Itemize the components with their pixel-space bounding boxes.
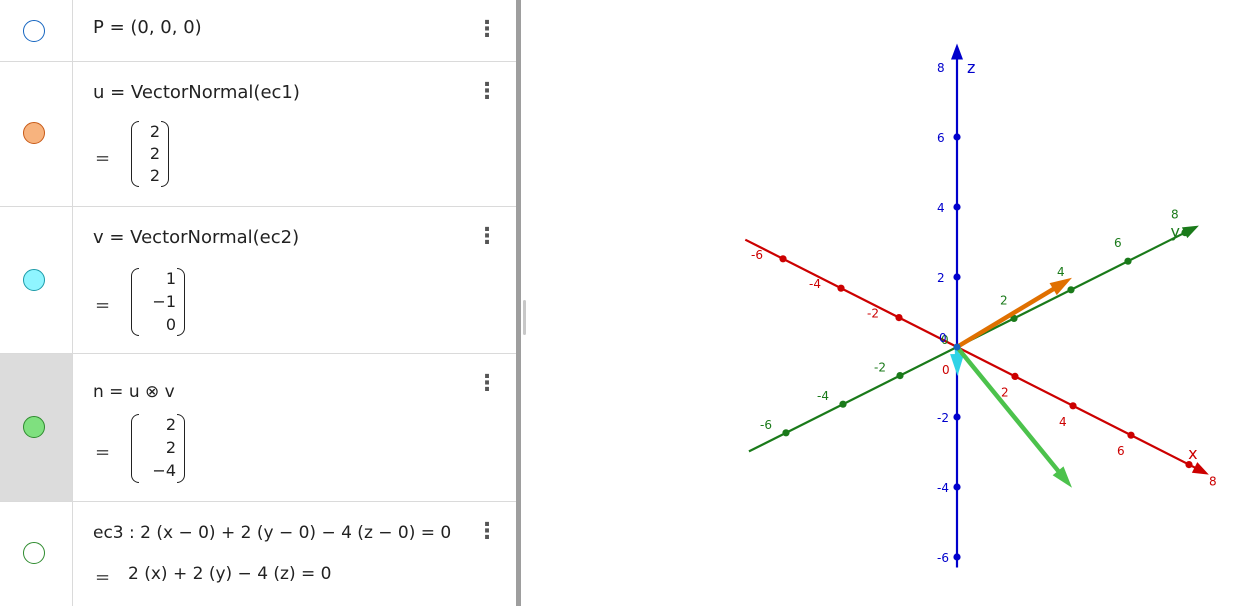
y-axis-tick-dot [896,372,903,379]
vector-v-head [950,354,964,376]
z-axis-tick-dot [953,483,960,490]
y-axis-label: y [1170,222,1179,241]
definition-u[interactable]: u = VectorNormal(ec1) [93,82,300,103]
panel-splitter[interactable] [516,0,521,606]
visibility-toggle-u[interactable] [23,122,45,144]
z-axis-tick-dot [953,553,960,560]
y-axis-tick-label: 8 [1171,208,1179,222]
visibility-toggle-ec3[interactable] [23,542,45,564]
x-axis-tick-dot [1127,432,1134,439]
vector-component: 2 [150,167,160,185]
z-axis-tick-label: 8 [937,61,945,75]
x-axis-tick-dot [837,285,844,292]
z-axis-tick-label: -4 [937,481,949,495]
z-axis-tick-dot [953,413,960,420]
vector-component: −4 [152,462,176,480]
definition-n[interactable]: n = u ⊗ v [93,382,175,402]
definition-v[interactable]: v = VectorNormal(ec2) [93,227,299,248]
marble-cell [0,354,73,501]
more-vert-icon[interactable]: ⋮ [476,225,494,249]
visibility-toggle-v[interactable] [23,269,45,291]
splitter-handle[interactable] [523,300,526,335]
more-vert-icon[interactable]: ⋮ [476,80,494,104]
algebra-row-n[interactable]: n = u ⊗ v ⋮ = 2 2 −4 [0,354,516,502]
visibility-toggle-P[interactable] [23,20,45,42]
visibility-toggle-n[interactable] [23,416,45,438]
x-axis-tick-dot [1011,373,1018,380]
vector-u-head [1050,278,1072,295]
y-axis-tick-dot [1181,229,1188,236]
result-equals: = [95,148,110,169]
result-ec3: 2 (x) + 2 (y) − 4 (z) = 0 [128,564,331,584]
z-axis-tick-label: -2 [937,411,949,425]
y-axis-tick-dot [1124,258,1131,265]
vector-component: −1 [152,293,176,311]
definition-ec3[interactable]: ec3 : 2 (x − 0) + 2 (y − 0) − 4 (z − 0) … [93,523,451,543]
x-axis-tick-label: -4 [809,277,821,291]
y-axis-tick-dot [1067,286,1074,293]
more-vert-icon[interactable]: ⋮ [476,18,494,42]
x-axis-label: x [1188,444,1197,463]
z-axis-label: z [967,58,975,77]
algebra-row-u[interactable]: u = VectorNormal(ec1) ⋮ = 2 2 2 [0,62,516,207]
vector-result-u: 2 2 2 [131,121,169,187]
z-axis-arrow [951,44,963,60]
y-axis-tick-label: -4 [817,389,829,403]
algebra-row-P[interactable]: P = (0, 0, 0) ⋮ [0,0,516,62]
marble-cell [0,62,73,206]
vector-n-shaft [957,347,1058,471]
x-axis-tick-label: 0 [942,363,950,377]
x-axis-arrow [1192,462,1209,475]
marble-cell [0,0,73,61]
definition-P[interactable]: P = (0, 0, 0) [93,17,202,38]
vector-result-v: 1 −1 0 [131,268,185,336]
y-axis-tick-label: 2 [1000,293,1008,307]
x-axis-tick-label: 4 [1059,415,1067,429]
vector-component: 0 [166,316,176,334]
y-axis-tick-dot [839,401,846,408]
vector-component: 2 [166,416,176,434]
x-axis-tick-dot [1069,402,1076,409]
algebra-row-v[interactable]: v = VectorNormal(ec2) ⋮ = 1 −1 0 [0,207,516,354]
x-axis-tick-label: 2 [1001,385,1009,399]
vector-component: 2 [150,145,160,163]
marble-cell [0,502,73,606]
x-axis-tick-label: 6 [1117,444,1125,458]
vector-component: 2 [150,123,160,141]
algebra-row-ec3[interactable]: ec3 : 2 (x − 0) + 2 (y − 0) − 4 (z − 0) … [0,502,516,606]
y-axis-tick-label: -2 [874,361,886,375]
z-axis-tick-label: 2 [937,271,945,285]
x-axis-tick-label: -6 [751,248,763,262]
result-equals: = [95,567,110,588]
vector-component: 1 [166,270,176,288]
x-axis-tick-dot [779,255,786,262]
point-P [954,344,961,351]
z-axis-tick-label: -6 [937,551,949,565]
z-axis-tick-label: 4 [937,201,945,215]
y-axis-tick-label: -6 [760,418,772,432]
more-vert-icon[interactable]: ⋮ [476,520,494,544]
vector-component: 2 [166,439,176,457]
z-axis-tick-dot [953,273,960,280]
x-axis-tick-label: -2 [867,307,879,321]
algebra-view: P = (0, 0, 0) ⋮ u = VectorNormal(ec1) ⋮ … [0,0,516,606]
vector-result-n: 2 2 −4 [131,414,185,483]
z-axis-tick-label: 6 [937,131,945,145]
z-axis-tick-dot [953,133,960,140]
y-axis-tick-dot [782,429,789,436]
x-axis-tick-label: 8 [1209,475,1217,489]
x-axis-tick-dot [895,314,902,321]
result-equals: = [95,295,110,316]
x-axis-line [745,240,1203,472]
y-axis-tick-label: 4 [1057,265,1065,279]
z-axis-tick-label: 0 [939,331,947,345]
result-equals: = [95,442,110,463]
marble-cell [0,207,73,353]
more-vert-icon[interactable]: ⋮ [476,372,494,396]
y-axis-tick-label: 6 [1114,236,1122,250]
z-axis-tick-dot [953,203,960,210]
